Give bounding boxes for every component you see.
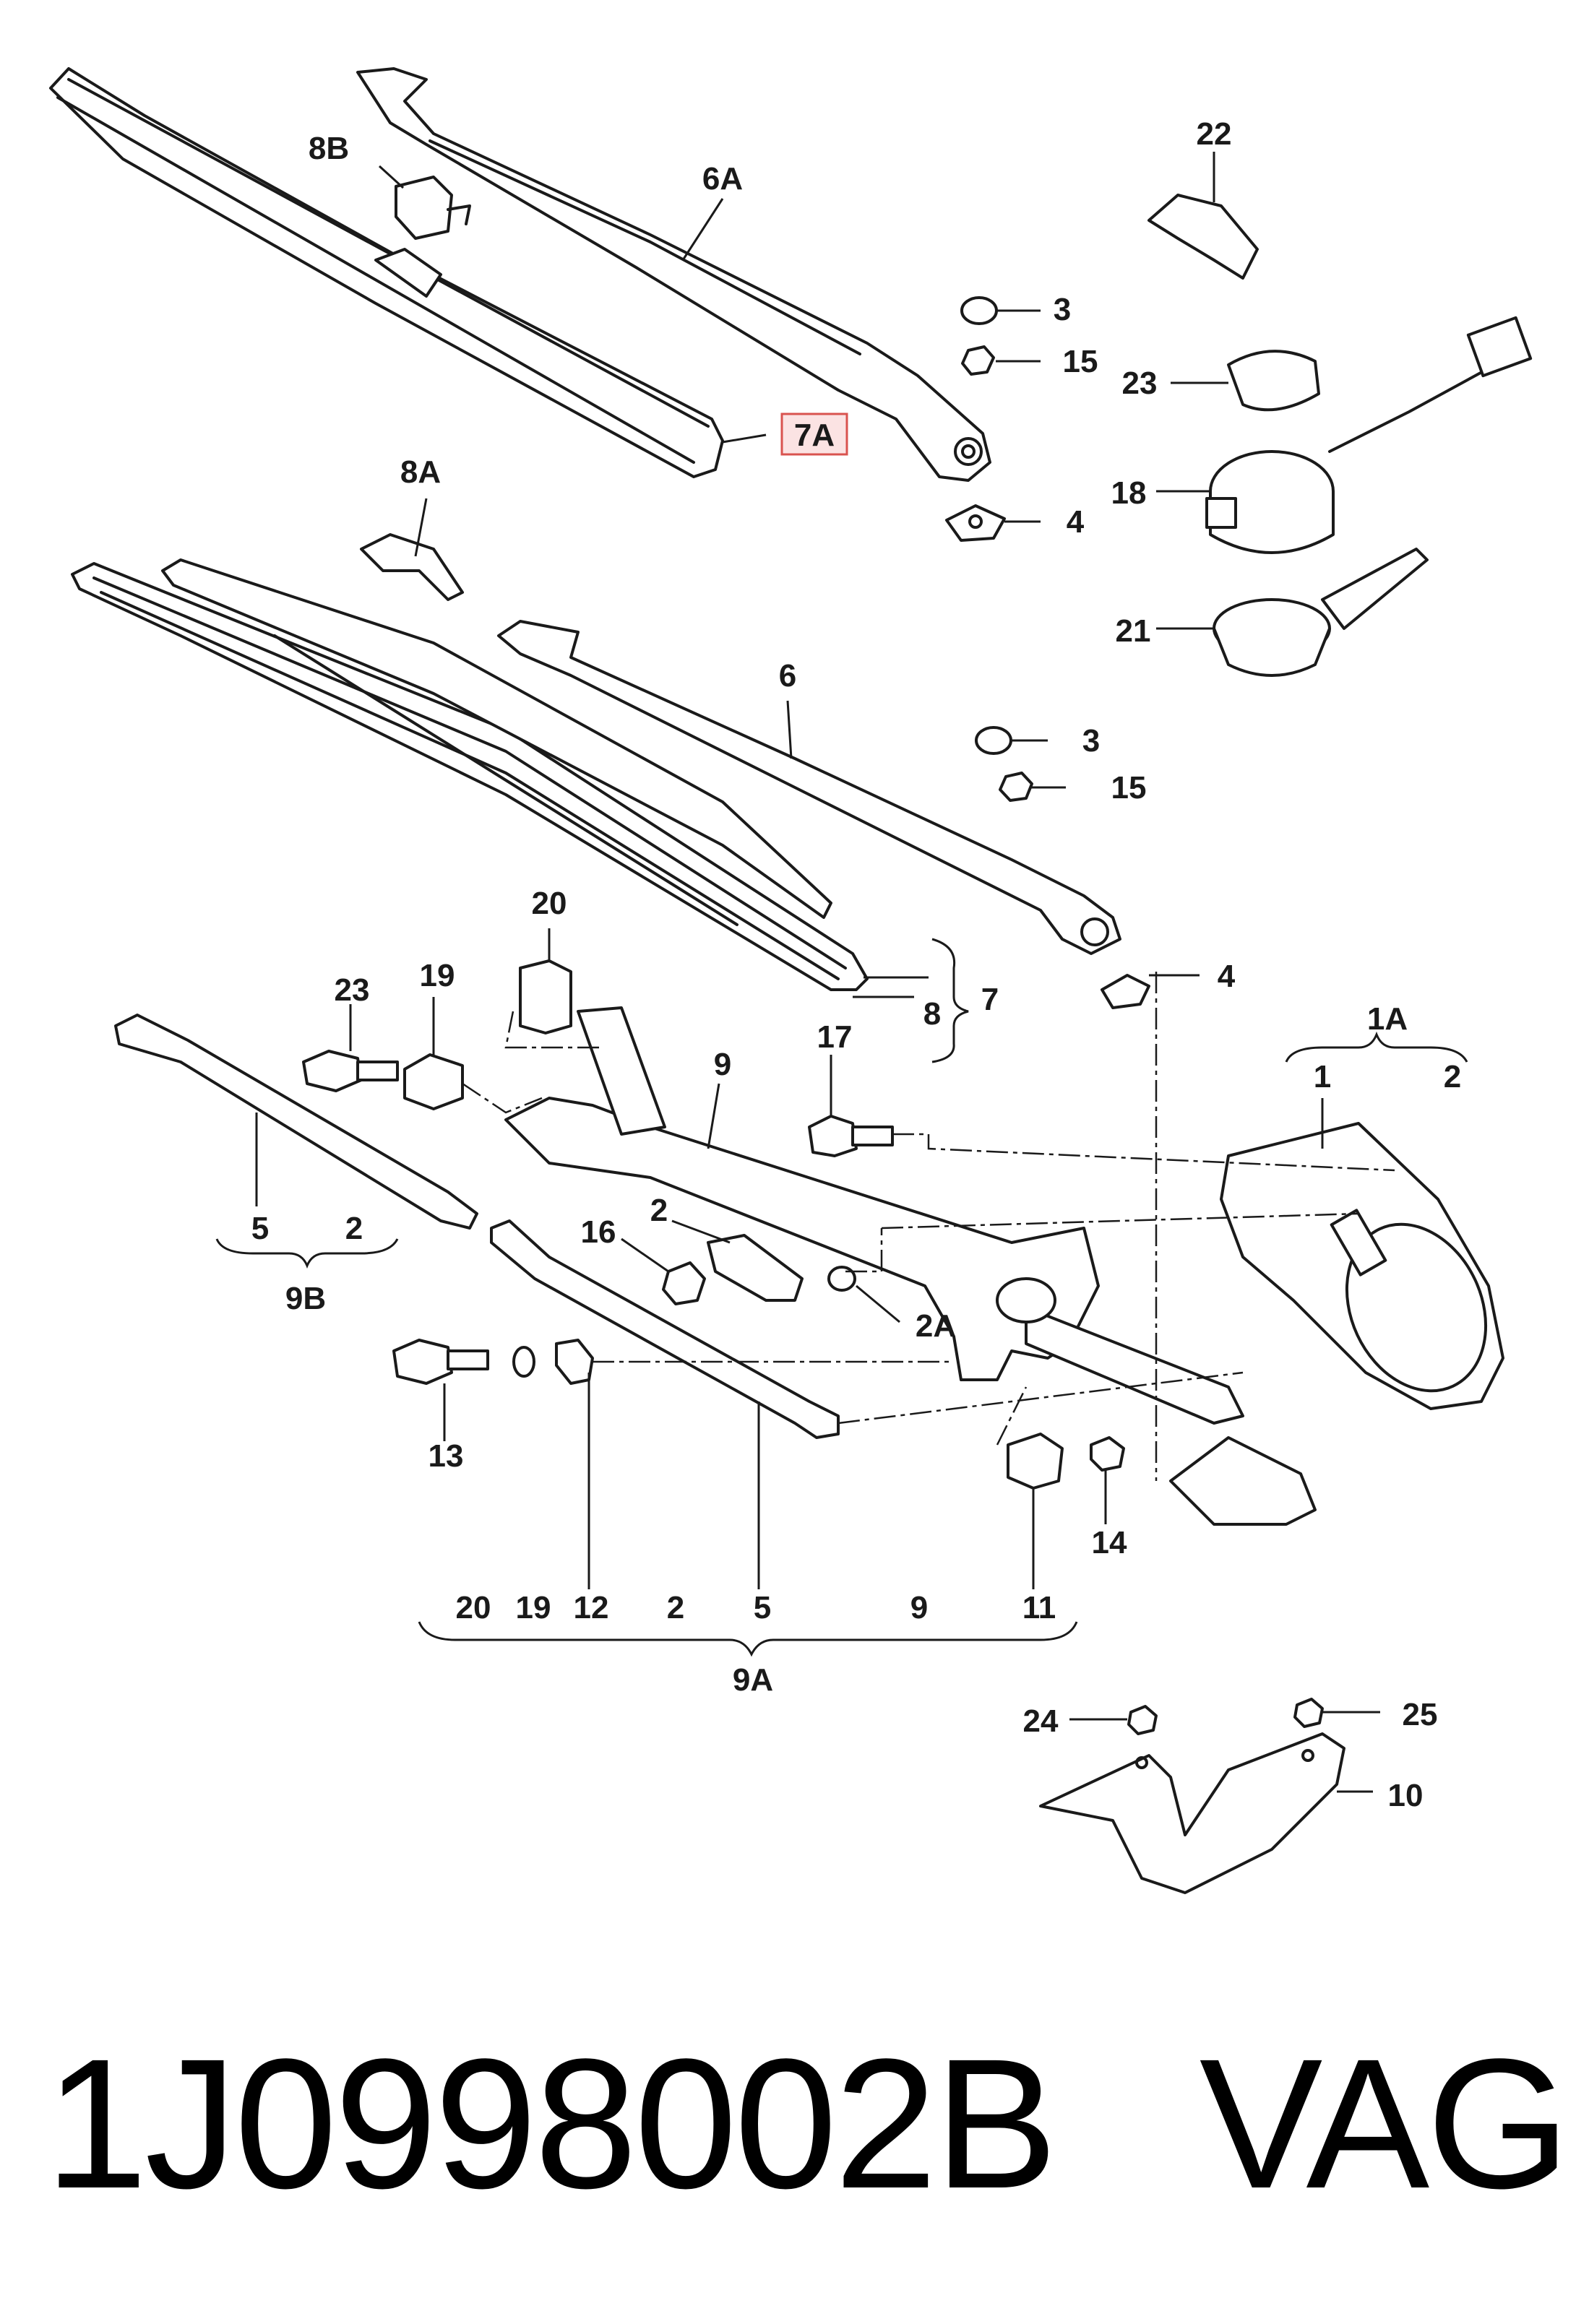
braces (215, 938, 1468, 1657)
label-3-mid: 3 (1082, 723, 1100, 759)
label-4-top: 4 (1067, 504, 1085, 540)
label-5-bottom: 5 (754, 1590, 771, 1625)
label-2-right: 2 (1444, 1059, 1461, 1094)
nut-24 (1127, 1705, 1158, 1735)
label-1: 1 (1314, 1059, 1331, 1094)
reservoir-21 (1213, 548, 1429, 677)
label-19-bottom: 19 (516, 1590, 551, 1625)
label-21: 21 (1116, 613, 1151, 649)
label-5-9b: 5 (251, 1211, 269, 1246)
nut-15-top (961, 345, 995, 376)
highlight-box-7a (780, 412, 848, 456)
label-7: 7 (981, 982, 999, 1017)
label-22: 22 (1197, 116, 1232, 152)
bolt-23-left (302, 1050, 399, 1092)
label-24: 24 (1023, 1703, 1059, 1739)
blade-insert-8 (161, 558, 832, 919)
label-16: 16 (581, 1214, 616, 1250)
washer-2a (827, 1266, 856, 1292)
wiper-arm-6 (497, 620, 1121, 955)
clip-8b (395, 176, 471, 240)
callout-labels: 3 15 4 6A 7A 8B 8A 22 23 18 21 6 3 15 4 … (251, 116, 1461, 1813)
clip-8a (360, 533, 464, 601)
label-11-bottom: 11 (1022, 1590, 1056, 1625)
leader-lines (255, 152, 1380, 1793)
label-25: 25 (1403, 1697, 1438, 1732)
crank-2 (707, 1234, 804, 1302)
washer-4-top (945, 504, 1006, 542)
label-10: 10 (1388, 1778, 1424, 1813)
label-6a: 6A (702, 161, 743, 196)
label-8: 8 (923, 996, 941, 1032)
assembly-lines (462, 972, 1395, 1481)
nut-16 (662, 1261, 706, 1305)
label-15-top: 15 (1063, 344, 1098, 379)
linkage-rod-9a (490, 1219, 840, 1439)
label-19-top: 19 (420, 958, 455, 993)
label-20-bottom: 20 (456, 1590, 491, 1625)
label-8b: 8B (309, 131, 349, 166)
nut-15-mid (999, 772, 1033, 802)
label-2-bottom: 2 (667, 1590, 684, 1625)
label-9a: 9A (733, 1662, 773, 1698)
linkage-frame-9 (504, 1006, 1317, 1526)
label-4-mid: 4 (1218, 959, 1236, 994)
part-vendor: VAG (1199, 2021, 1571, 2227)
washer-12 (512, 1339, 594, 1385)
washer-4-mid (1101, 974, 1150, 1009)
label-9-top: 9 (714, 1047, 731, 1082)
label-12-bottom: 12 (574, 1590, 609, 1625)
label-17: 17 (817, 1019, 853, 1055)
bush-20-top (519, 959, 572, 1034)
washer-19-top (403, 1053, 464, 1110)
wiper-motor-1a (1220, 1122, 1504, 1410)
part-number: 1J0998002B (45, 2021, 1058, 2227)
label-20-top: 20 (532, 886, 567, 921)
nut-14 (1090, 1436, 1125, 1472)
clip-22 (1147, 194, 1259, 280)
ring-23-right (1227, 350, 1320, 412)
label-15-mid: 15 (1111, 770, 1147, 805)
label-14: 14 (1092, 1525, 1127, 1560)
label-2-9b: 2 (345, 1211, 363, 1246)
wiper-blade-7 (71, 562, 869, 991)
label-2a: 2A (916, 1308, 956, 1344)
connector-plug (1328, 316, 1533, 453)
label-3-top: 3 (1054, 292, 1071, 327)
wiper-arm-6a (356, 67, 991, 482)
bush-11 (1007, 1433, 1064, 1490)
linkage-rod-9b (114, 1014, 478, 1230)
label-6: 6 (779, 658, 796, 694)
label-9-bottom: 9 (910, 1590, 928, 1625)
cap-3-top (960, 296, 998, 325)
pump-18 (1205, 450, 1335, 554)
bolt-13 (392, 1339, 489, 1385)
label-1a: 1A (1367, 1001, 1408, 1037)
nut-25 (1293, 1698, 1324, 1728)
label-7a: 7A (794, 418, 835, 453)
bracket-10 (1039, 1732, 1345, 1894)
wiper-blade-7a (49, 67, 724, 478)
label-23-right: 23 (1122, 366, 1158, 401)
label-8a: 8A (400, 454, 441, 490)
label-18: 18 (1111, 475, 1147, 511)
label-9b: 9B (285, 1281, 326, 1316)
label-23-left: 23 (335, 972, 370, 1008)
cap-3-mid (975, 726, 1012, 755)
bolt-17 (808, 1115, 894, 1157)
label-2-mid: 2 (650, 1193, 668, 1228)
label-13: 13 (429, 1438, 464, 1474)
part-number-footer: 1J0998002B VAG (45, 2021, 1570, 2227)
